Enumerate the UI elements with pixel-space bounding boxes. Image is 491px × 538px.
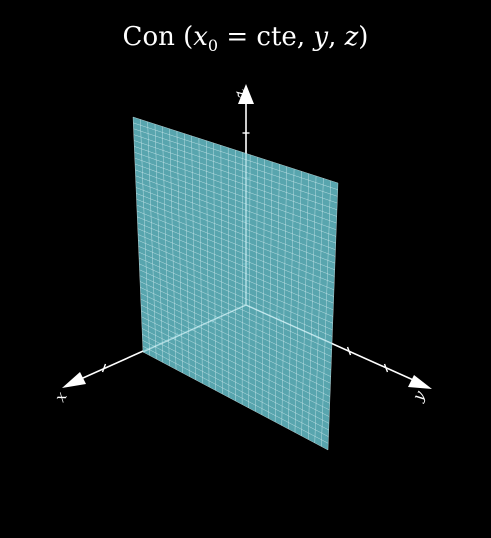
title-prefix: Con ( <box>122 22 194 52</box>
plane-grid-line-horizontal <box>142 340 329 437</box>
plane-grid-line-horizontal <box>142 334 329 431</box>
plane-grid-line-horizontal <box>141 316 330 411</box>
y-axis-arrowhead <box>408 375 432 389</box>
plane-grid-line-horizontal <box>134 157 337 230</box>
plane-grid-line-horizontal <box>140 304 331 397</box>
plane-grid-line-horizontal <box>136 210 335 291</box>
plane-grid-line-horizontal <box>133 140 338 210</box>
y-axis-tick <box>383 363 389 373</box>
plane-grid-line-horizontal <box>142 345 329 444</box>
plane-grid-line-horizontal <box>135 187 336 264</box>
title-x-subscript: 0 <box>207 36 219 56</box>
y-axis-tick <box>346 346 352 356</box>
x-axis-label: x <box>51 388 71 405</box>
plane-grid-line-horizontal <box>136 204 335 284</box>
title-y-var: y <box>313 22 329 52</box>
plane-grid-line-horizontal <box>140 293 331 384</box>
plane-grid-line-horizontal <box>140 298 331 391</box>
plane-grid-line-horizontal <box>135 175 336 250</box>
x-axis-arrowhead <box>62 372 86 388</box>
plane-grid-line-horizontal <box>133 128 338 197</box>
plane-grid-line-horizontal <box>137 234 334 317</box>
plane-x-constant <box>132 116 339 451</box>
plane-grid-line-horizontal <box>133 122 338 190</box>
y-axis-overlay <box>245 304 334 345</box>
plane-grid-line-horizontal <box>142 351 329 451</box>
plane-grid-line-horizontal <box>136 199 335 277</box>
plane-grid-line-horizontal <box>136 193 335 271</box>
plane-grid-line-horizontal <box>139 275 332 364</box>
x-axis-overlay <box>142 304 247 353</box>
plane-grid-line-horizontal <box>141 310 330 404</box>
figure-title: Con (x0 = cte, y, z) <box>0 20 491 63</box>
plane-grid-line-horizontal <box>137 216 334 297</box>
plane-grid-line-horizontal <box>137 222 334 304</box>
plane-grid-line-horizontal <box>140 287 331 377</box>
plane-grid-line-horizontal <box>135 181 336 257</box>
title-middle: = cte, <box>218 22 314 52</box>
plane-grid-line-horizontal <box>139 263 332 351</box>
plane-grid <box>132 116 339 451</box>
title-suffix: ) <box>358 22 369 52</box>
plane-grid-line-horizontal <box>138 246 333 331</box>
title-z-var: z <box>344 22 359 52</box>
plane-grid-line-horizontal <box>139 281 332 371</box>
plane-grid-line-horizontal <box>134 163 337 237</box>
plane-grid-line-horizontal <box>141 328 330 424</box>
plane-grid-line-horizontal <box>135 169 336 244</box>
plane-grid-line-horizontal <box>134 152 337 224</box>
plane-grid-line-horizontal <box>133 134 338 204</box>
title-x-var: x <box>193 22 208 52</box>
z-axis-arrowhead <box>238 84 254 104</box>
plane-grid-line-horizontal <box>138 251 333 337</box>
plane-grid-line-horizontal <box>138 240 333 324</box>
plane-grid-line-horizontal <box>137 228 334 311</box>
plane-grid-line-horizontal <box>134 146 337 217</box>
y-axis-label: y <box>408 387 429 405</box>
plane-grid-line-horizontal <box>139 269 332 357</box>
x-axis-tick <box>101 363 107 373</box>
plane-grid-line-horizontal <box>132 116 339 184</box>
axes-overlay <box>142 150 334 353</box>
title-sep: , <box>328 22 345 52</box>
